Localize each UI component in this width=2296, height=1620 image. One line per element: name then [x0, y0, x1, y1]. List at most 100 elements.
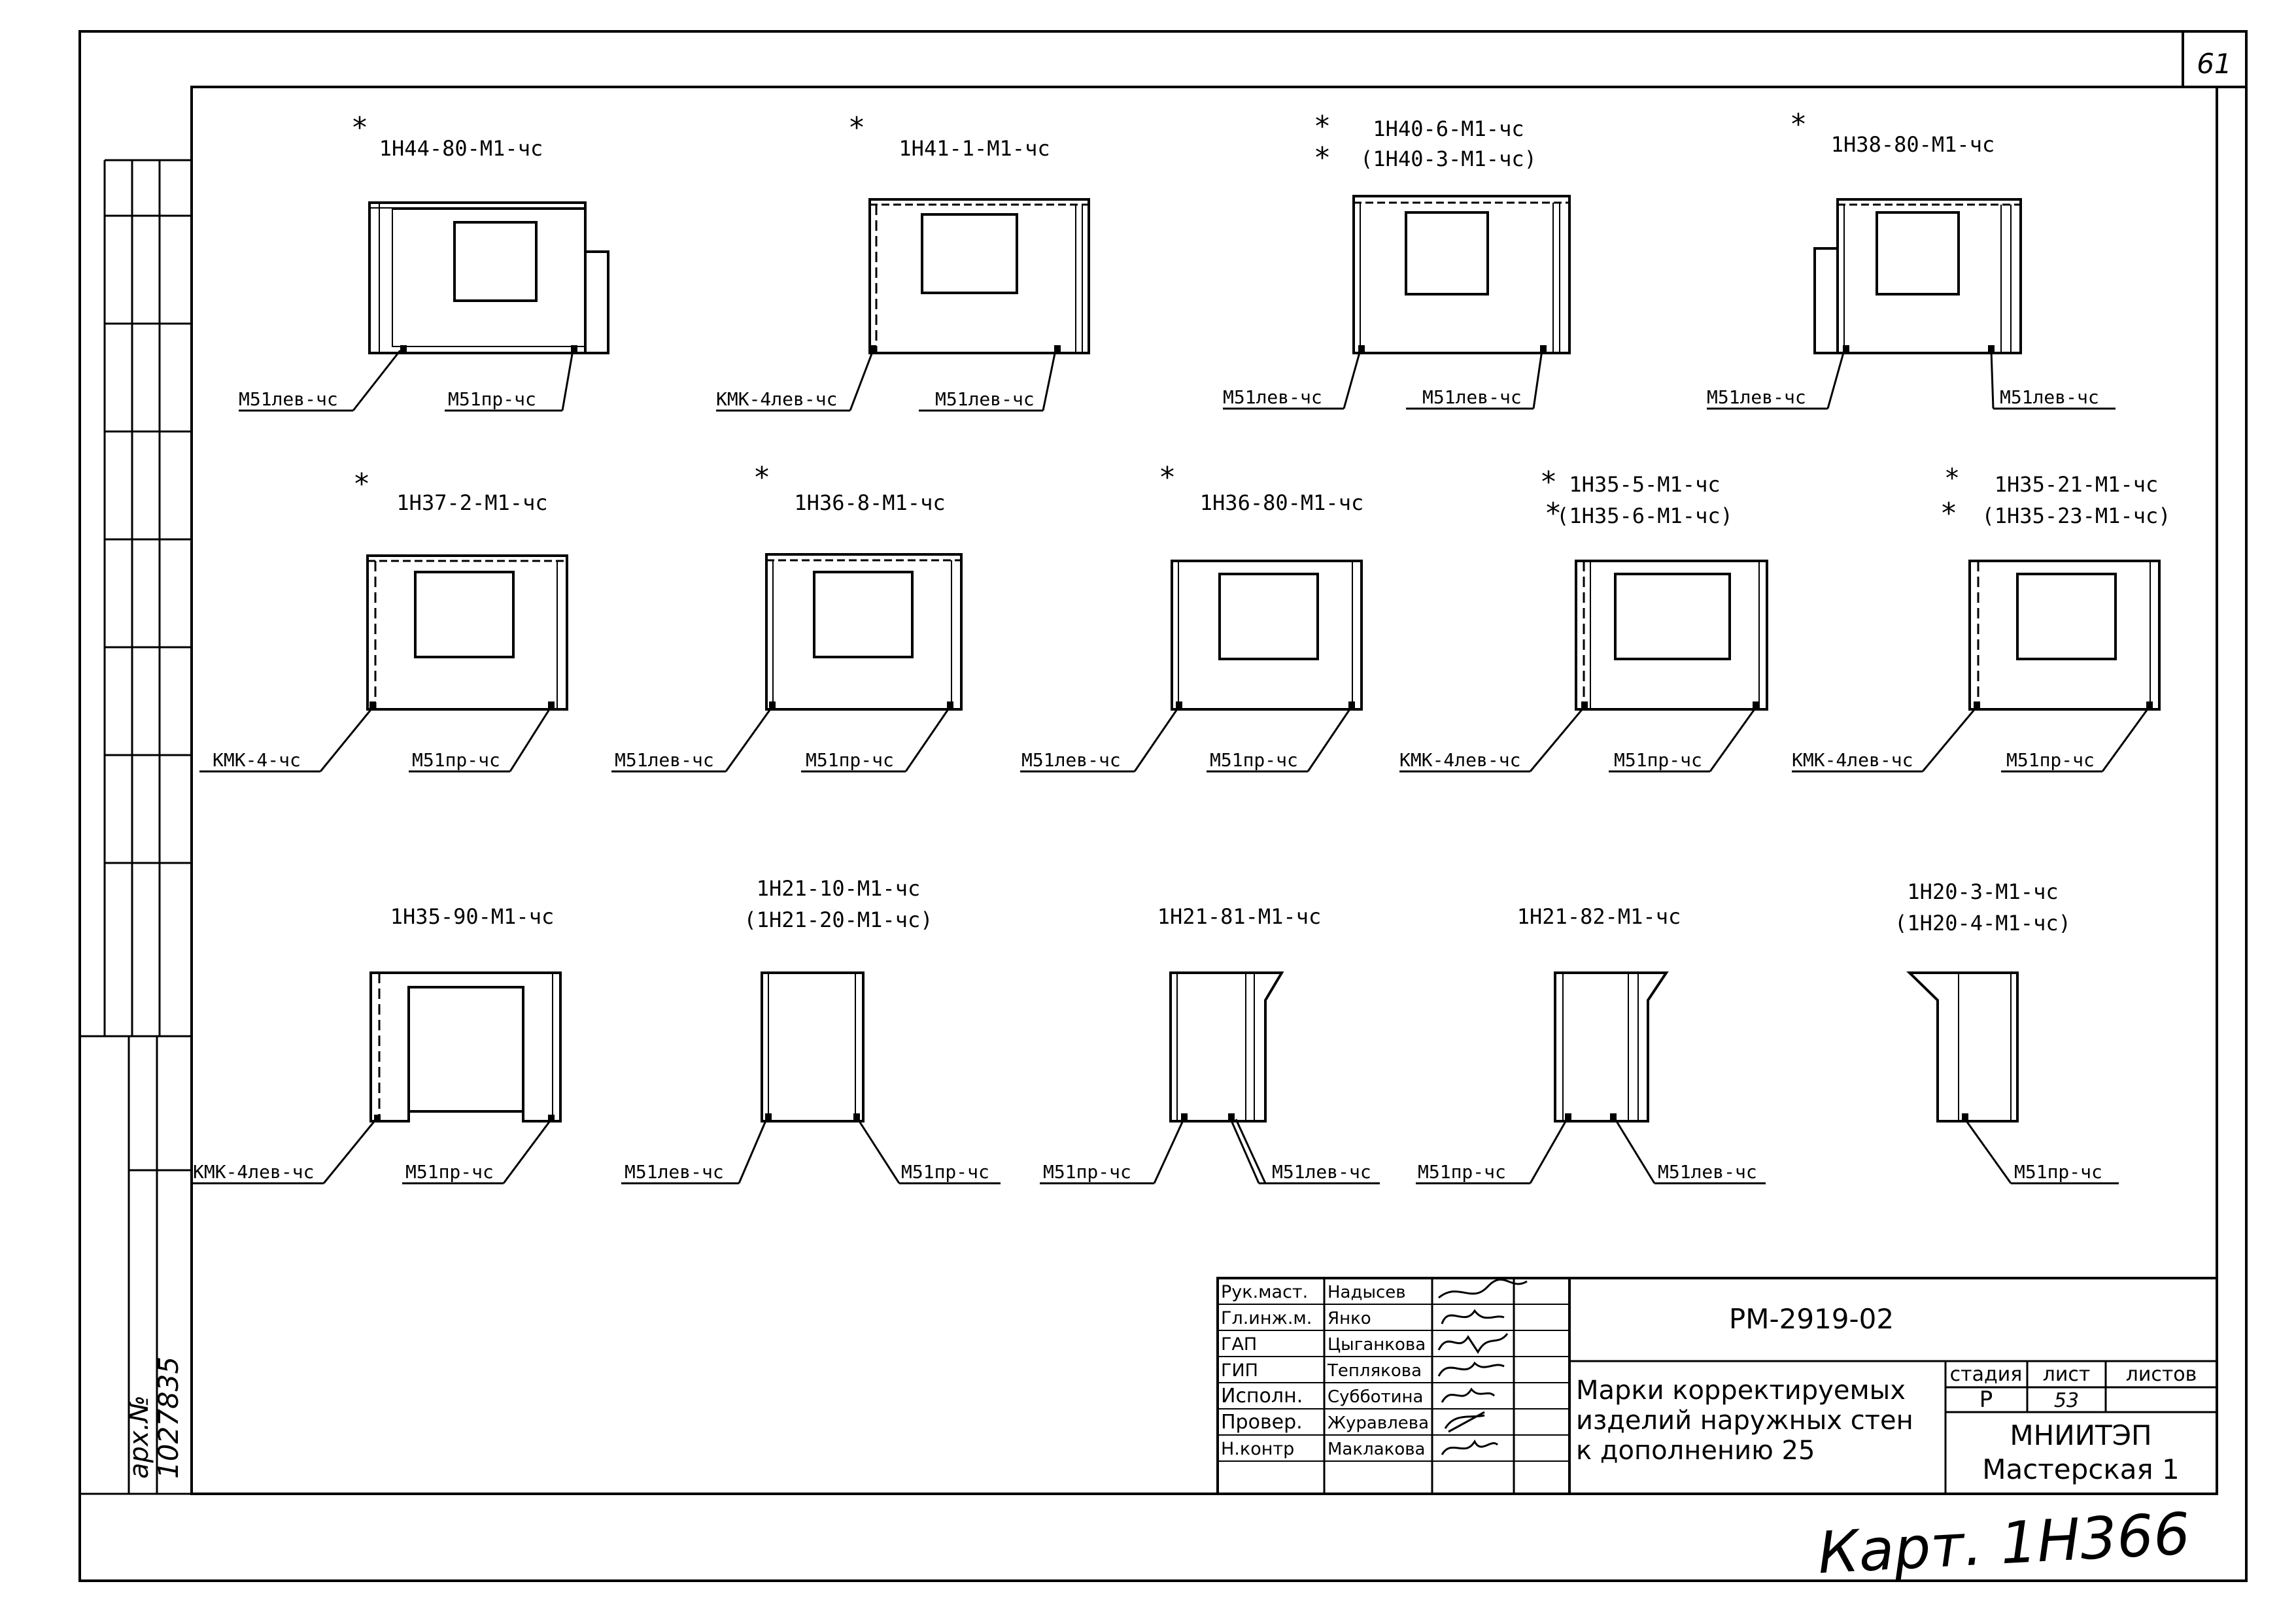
role-label: ГАП: [1221, 1334, 1257, 1355]
window-opening: [813, 571, 914, 658]
anchor-mark: [870, 345, 876, 352]
role-label: ГИП: [1221, 1360, 1258, 1381]
leader-line: [1235, 1119, 1267, 1184]
asterisk: *: [1314, 110, 1331, 143]
panel-4: * 1Н38-80-М1-чс М51лев-чс М51лев-чс: [1707, 108, 2116, 410]
person-name: Субботина: [1328, 1387, 1424, 1407]
anchor-mark: [1348, 701, 1355, 708]
leader-line: [1307, 707, 1352, 772]
leader-line: [1529, 1119, 1568, 1184]
anchor-mark: [1581, 701, 1588, 708]
window-opening: [2016, 573, 2117, 660]
role-label: Провер.: [1221, 1411, 1303, 1434]
asterisk: *: [848, 111, 866, 144]
window-opening: [921, 213, 1018, 294]
archive-label: арх.№: [124, 1395, 154, 1479]
handwritten-note: Карт. 1Н366: [1816, 1500, 2191, 1587]
anchor-mark: [1962, 1113, 1968, 1120]
panel-title: 1Н38-80-М1-чс: [1831, 132, 1995, 157]
leader-line: [1153, 1119, 1185, 1184]
approval-rows: Рук.маст. Гл.инж.м. ГАП ГИП Исполн. Пров…: [1221, 1282, 1429, 1459]
panel-outline: [1554, 971, 1669, 1122]
panel-13: 1Н21-82-М1-чс М51пр-чс М51лев-чс: [1416, 904, 1766, 1185]
description-line: изделий наружных стен: [1576, 1406, 1913, 1436]
leader-line: [1229, 1119, 1260, 1184]
document-code: РМ-2919-02: [1729, 1303, 1894, 1335]
stage-value: Р: [1979, 1387, 1993, 1413]
leader-line: [738, 1119, 768, 1184]
panel-title-alt: (1Н35-6-М1-чс): [1556, 503, 1733, 528]
left-callout: КМК-4лев-чс: [193, 1161, 314, 1183]
window-opening: [1876, 211, 1960, 295]
asterisk: *: [1944, 464, 1960, 494]
right-callout: М51пр-чс: [448, 388, 536, 410]
leader-line: [725, 707, 773, 772]
panel-title: 1Н21-82-М1-чс: [1517, 904, 1681, 929]
panel-title: 1Н36-8-М1-чс: [794, 490, 945, 515]
asterisk: *: [353, 467, 371, 501]
window-opening: [453, 221, 538, 302]
door-opening: [407, 986, 524, 1111]
right-callout: М51пр-чс: [405, 1161, 494, 1183]
right-callout: М51пр-чс: [1614, 749, 1702, 771]
outer-frame: [78, 30, 2248, 1582]
organization-workshop: Мастерская 1: [1982, 1453, 2180, 1485]
panel-1: * 1Н44-80-М1-чс М51лев-чс М51пр-чс: [239, 111, 609, 412]
anchor-mark: [765, 1113, 772, 1120]
anchor-mark: [1358, 345, 1365, 352]
right-callout: М51лев-чс: [1272, 1161, 1371, 1183]
panel-title-alt: (1Н35-23-М1-чс): [1982, 503, 2171, 528]
panel-2: * 1Н41-1-М1-чс КМК-4лев-чс М51лев-чс: [716, 111, 1090, 412]
anchor-mark: [369, 701, 376, 708]
right-callout: М51пр-чс: [1210, 749, 1298, 771]
anchor-mark: [1181, 1113, 1188, 1120]
leader-line: [1964, 1119, 2012, 1184]
panel-outline: [1906, 971, 2019, 1122]
panel-11: 1Н21-10-М1-чс (1Н21-20-М1-чс) М51лев-чс …: [621, 876, 1001, 1185]
anchor-mark: [2146, 701, 2153, 708]
left-callout: М51лев-чс: [615, 749, 714, 771]
anchor-mark: [1610, 1113, 1617, 1120]
left-callout: М51лев-чс: [625, 1161, 724, 1183]
asterisk: *: [1940, 497, 1958, 530]
panel-title: 1Н35-5-М1-чс: [1569, 472, 1720, 497]
inner-frame: [190, 86, 2218, 1495]
sheet-number: 61: [2197, 48, 2231, 80]
role-label: Рук.маст.: [1221, 1282, 1308, 1302]
title-block: [1216, 1277, 2218, 1495]
window-opening: [1614, 573, 1731, 660]
panel-title-alt: (1Н20-4-М1-чс): [1894, 911, 2071, 936]
panel-12: 1Н21-81-М1-чс М51пр-чс М51лев-чс: [1040, 904, 1380, 1185]
person-name: Цыганкова: [1328, 1335, 1426, 1355]
right-callout: М51пр-чс: [412, 749, 500, 771]
signatures: [1437, 1278, 1528, 1455]
asterisk: *: [1790, 108, 1808, 141]
leader-line: [319, 707, 374, 772]
panel-title: 1Н35-90-М1-чс: [390, 904, 554, 929]
leader-line: [1133, 707, 1180, 772]
panel-5: * 1Н37-2-М1-чс КМК-4-чс М51пр-чс: [199, 467, 568, 773]
leader-line: [1529, 707, 1585, 772]
leader-line: [1921, 707, 1978, 772]
leader-line: [322, 1119, 377, 1184]
panel-outline: [1968, 560, 2161, 711]
window-opening: [414, 571, 515, 658]
anchor-mark: [947, 701, 953, 708]
leader-line: [1614, 1119, 1656, 1184]
panel-outline: [1575, 560, 1768, 711]
panel-outline: [366, 554, 568, 711]
right-callout: М51лев-чс: [1658, 1161, 1757, 1183]
person-name: Маклакова: [1328, 1440, 1426, 1459]
leader-line: [509, 707, 552, 772]
panel-6: * 1Н36-8-М1-чс М51лев-чс М51пр-чс: [611, 461, 963, 773]
stage-header: стадия: [1950, 1363, 2023, 1386]
panel-title: 1Н44-80-М1-чс: [379, 136, 543, 161]
role-label: Н.контр: [1221, 1439, 1294, 1459]
asterisk: *: [1314, 141, 1331, 175]
panel-title: 1Н40-6-М1-чс: [1373, 116, 1524, 141]
sheets-header: листов: [2126, 1363, 2197, 1386]
panel-outline: [1171, 560, 1363, 711]
window-opening: [1218, 573, 1319, 660]
left-callout: М51лев-чс: [1707, 386, 1806, 408]
